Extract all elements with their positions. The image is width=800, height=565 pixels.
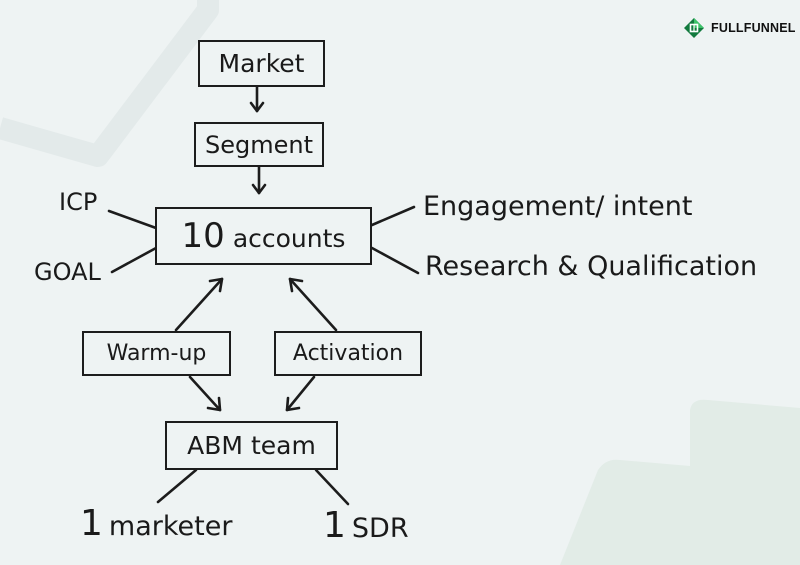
sdr-text: SDR [351,513,409,544]
abm-team-box: ABM team [165,421,338,470]
market-label: Market [218,49,305,78]
arrowhead-warmup-up [208,277,224,293]
arrow-warmup-to-team [188,375,222,412]
marketer-text: marketer [108,511,233,542]
abm-team-label: ABM team [187,431,316,460]
research-label: Research & Qualification [425,251,758,282]
activation-box: Activation [274,331,422,376]
marketer-count: 1 [80,503,103,544]
connector-engagement [370,205,416,227]
brand-name: FULLFUNNEL [711,21,796,35]
sdr-label: 1 SDR [323,508,409,544]
marketer-label: 1 marketer [80,506,232,542]
connector-goal [110,246,158,274]
connector-sdr [314,468,350,506]
sdr-count: 1 [323,505,346,546]
accounts-label: accounts [232,223,346,253]
arrowhead-segment [249,101,265,113]
warmup-label: Warm-up [106,341,207,366]
leaf-cube-icon [684,18,704,38]
arrow-warmup-to-accounts [174,277,224,332]
goal-label: GOAL [34,258,101,286]
warmup-box: Warm-up [82,331,231,376]
arrow-activation-to-team [285,375,316,412]
arrowhead-activation-up [288,277,304,293]
connector-research [370,246,420,275]
segment-label: Segment [205,130,313,159]
arrowhead-team-left [206,396,222,412]
fullfunnel-logo: FULLFUNNEL [683,17,796,39]
activation-label: Activation [292,341,404,366]
segment-box: Segment [194,122,324,167]
accounts-number: 10 [181,216,225,256]
market-box: Market [198,40,325,87]
accounts-box: 10 accounts [155,207,372,265]
accent-shape [560,399,800,565]
connector-marketer [156,468,198,504]
arrowhead-team-right [285,396,301,412]
arrow-activation-to-accounts [288,277,338,332]
engagement-label: Engagement/ intent [423,191,693,222]
connector-icp [107,209,158,230]
icp-label: ICP [59,188,98,216]
arrowhead-accounts [251,183,267,195]
